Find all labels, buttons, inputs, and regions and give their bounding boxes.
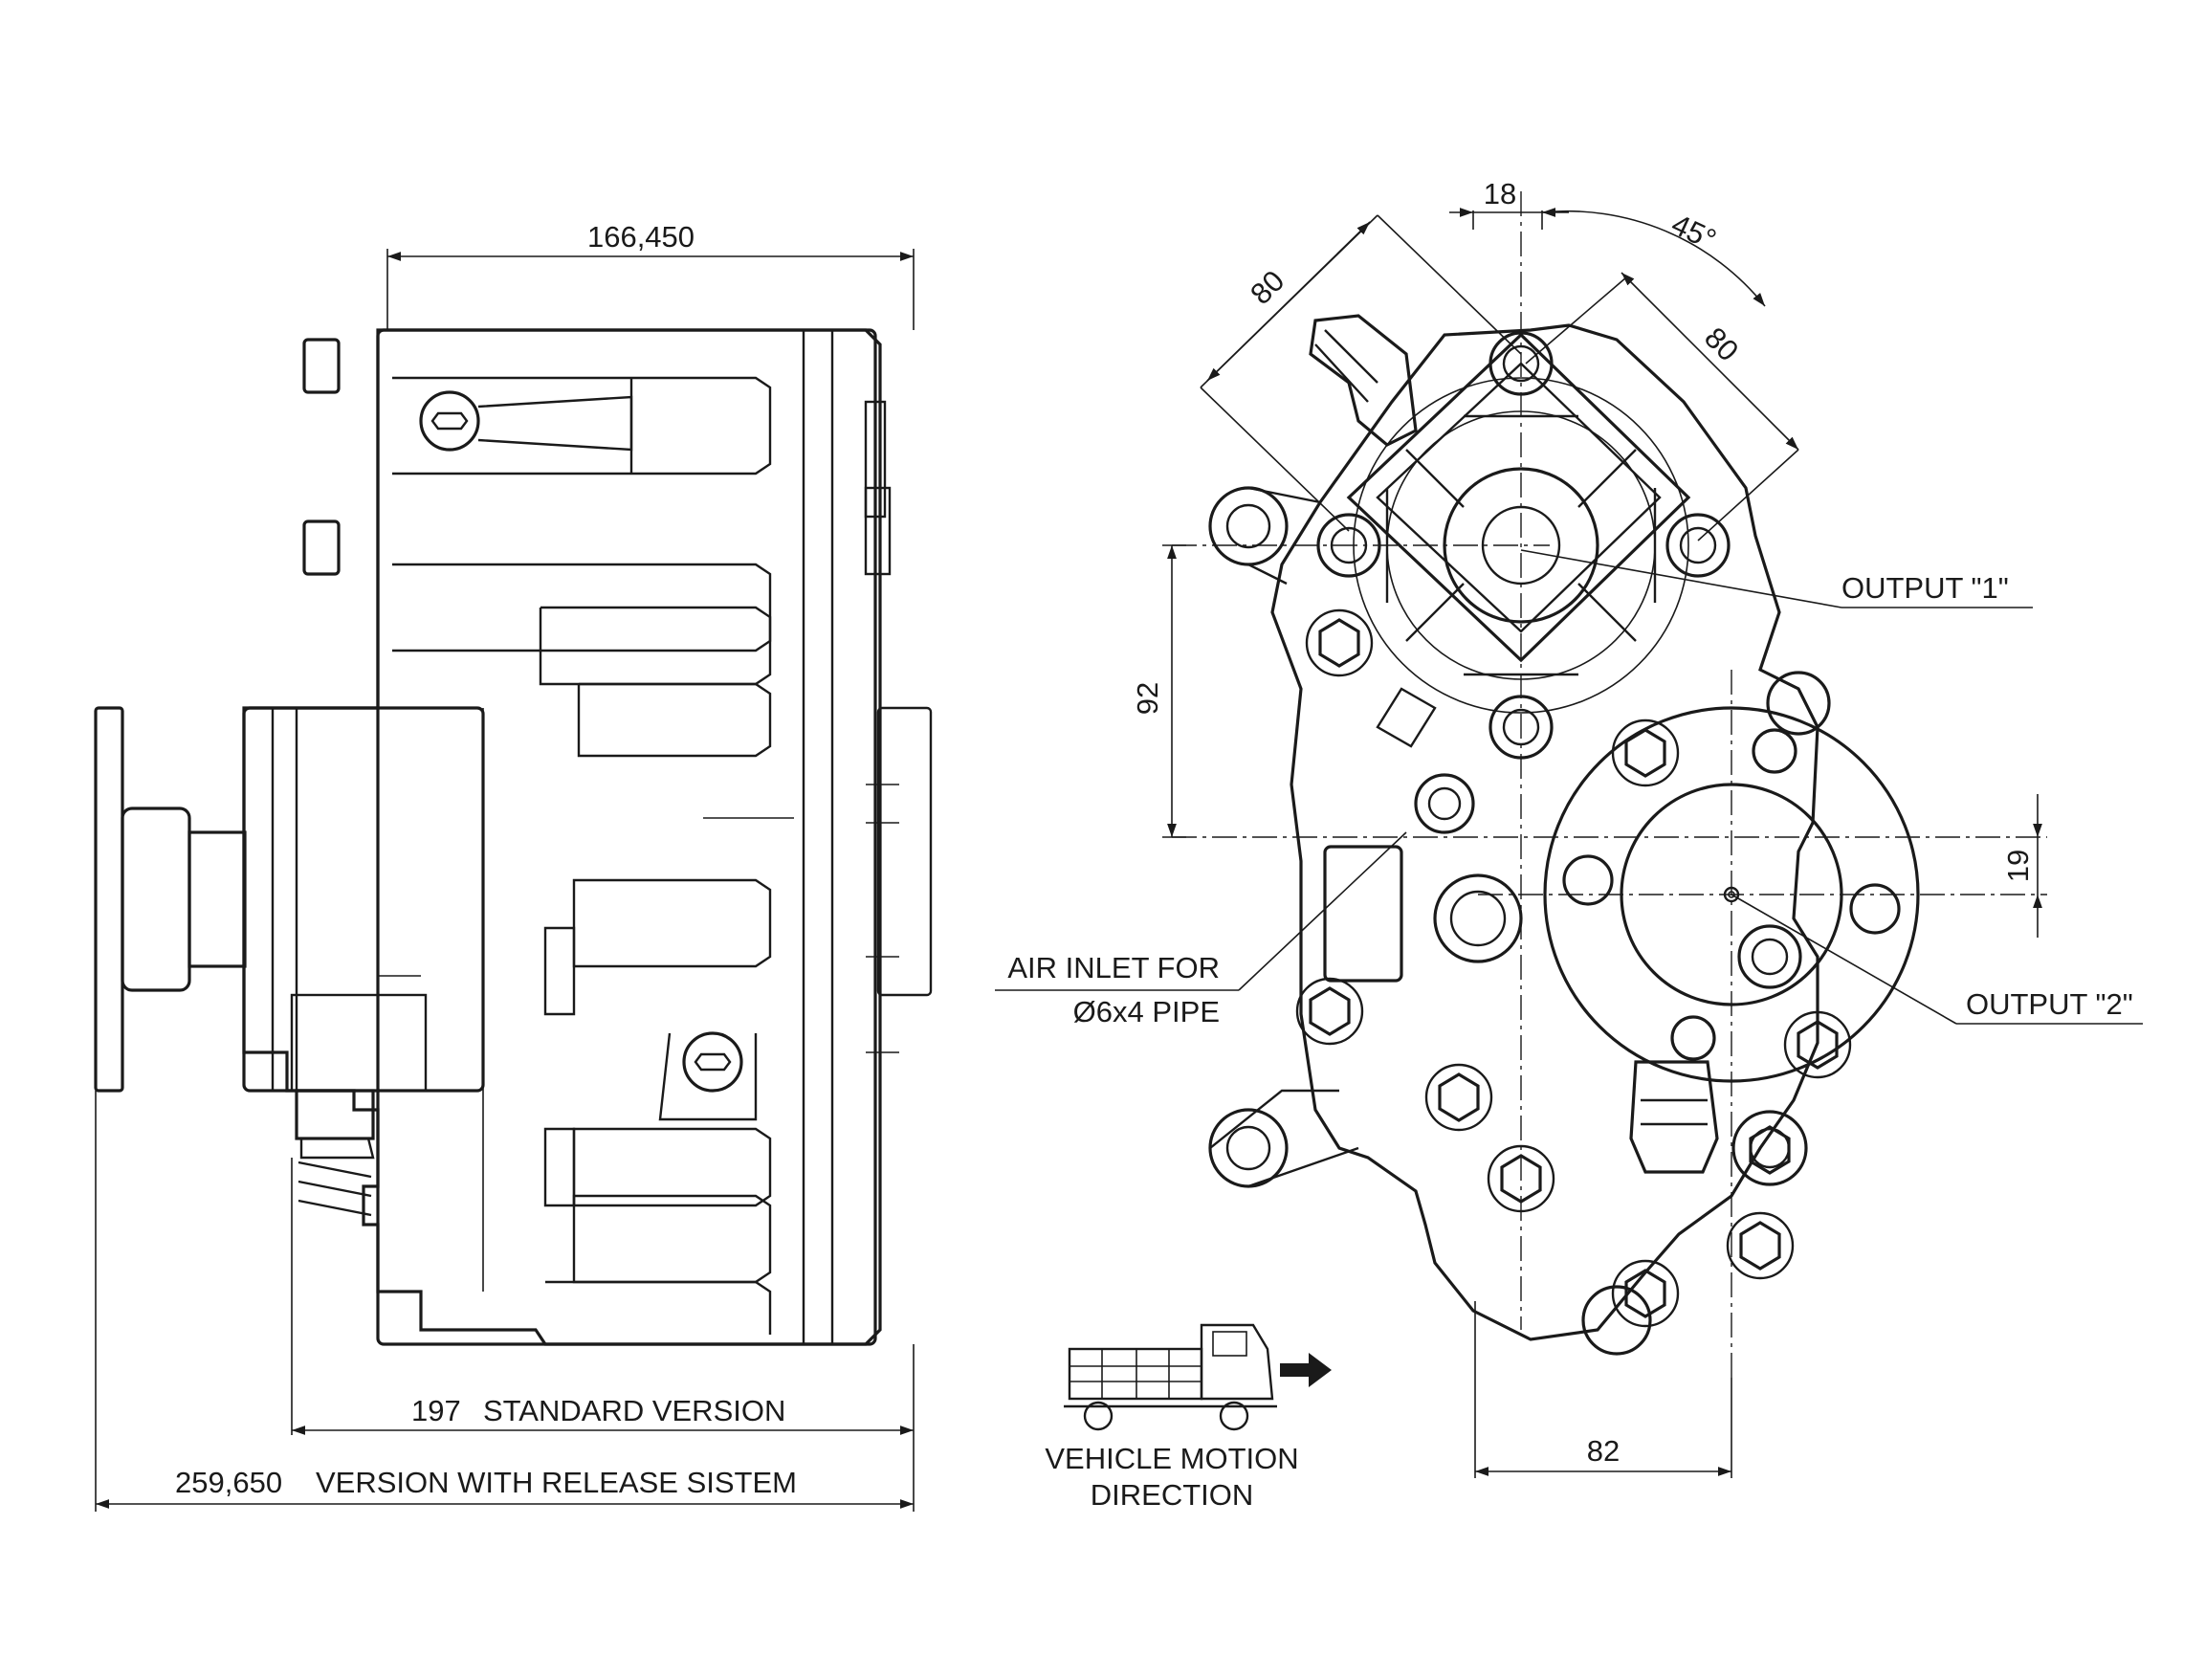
dim-197-label: STANDARD VERSION <box>483 1394 785 1427</box>
front-dimensions: 18 45° 80 80 92 19 82 <box>1131 177 2042 1478</box>
dim-19: 19 <box>2001 850 2035 882</box>
dim-80-b: 80 <box>1698 321 1745 367</box>
label-vehicle-motion-line1: VEHICLE MOTION <box>1045 1442 1298 1475</box>
dim-45-deg: 45° <box>1666 208 1721 257</box>
dim-82: 82 <box>1587 1434 1620 1468</box>
front-view <box>1208 314 1920 1356</box>
hex-bolts <box>1295 608 1852 1328</box>
dim-80-a: 80 <box>1244 264 1290 311</box>
callouts: OUTPUT "1" OUTPUT "2" AIR INLET FOR Ø6x4… <box>995 549 2143 1028</box>
side-view <box>94 328 933 1346</box>
vehicle-motion: VEHICLE MOTION DIRECTION <box>1045 1323 1332 1512</box>
dim-197-value: 197 <box>411 1394 461 1427</box>
dim-18: 18 <box>1484 177 1516 210</box>
dim-166-450: 166,450 <box>587 220 695 254</box>
label-vehicle-motion-line2: DIRECTION <box>1091 1478 1254 1512</box>
dim-259-650-value: 259,650 <box>175 1466 282 1499</box>
arrow-right-icon <box>1280 1353 1332 1387</box>
dim-92: 92 <box>1131 682 1164 715</box>
label-air-inlet-line1: AIR INLET FOR <box>1007 951 1220 984</box>
side-dimensions: 166,450 197 STANDARD VERSION 259,650 VER… <box>95 220 915 1512</box>
label-air-inlet-line2: Ø6x4 PIPE <box>1073 995 1220 1028</box>
label-output-2: OUTPUT "2" <box>1966 987 2133 1021</box>
dim-259-650-label: VERSION WITH RELEASE SISTEM <box>316 1466 797 1499</box>
center-lines <box>1172 191 2047 1378</box>
label-output-1: OUTPUT "1" <box>1841 571 2009 605</box>
truck-icon <box>1064 1323 1277 1431</box>
